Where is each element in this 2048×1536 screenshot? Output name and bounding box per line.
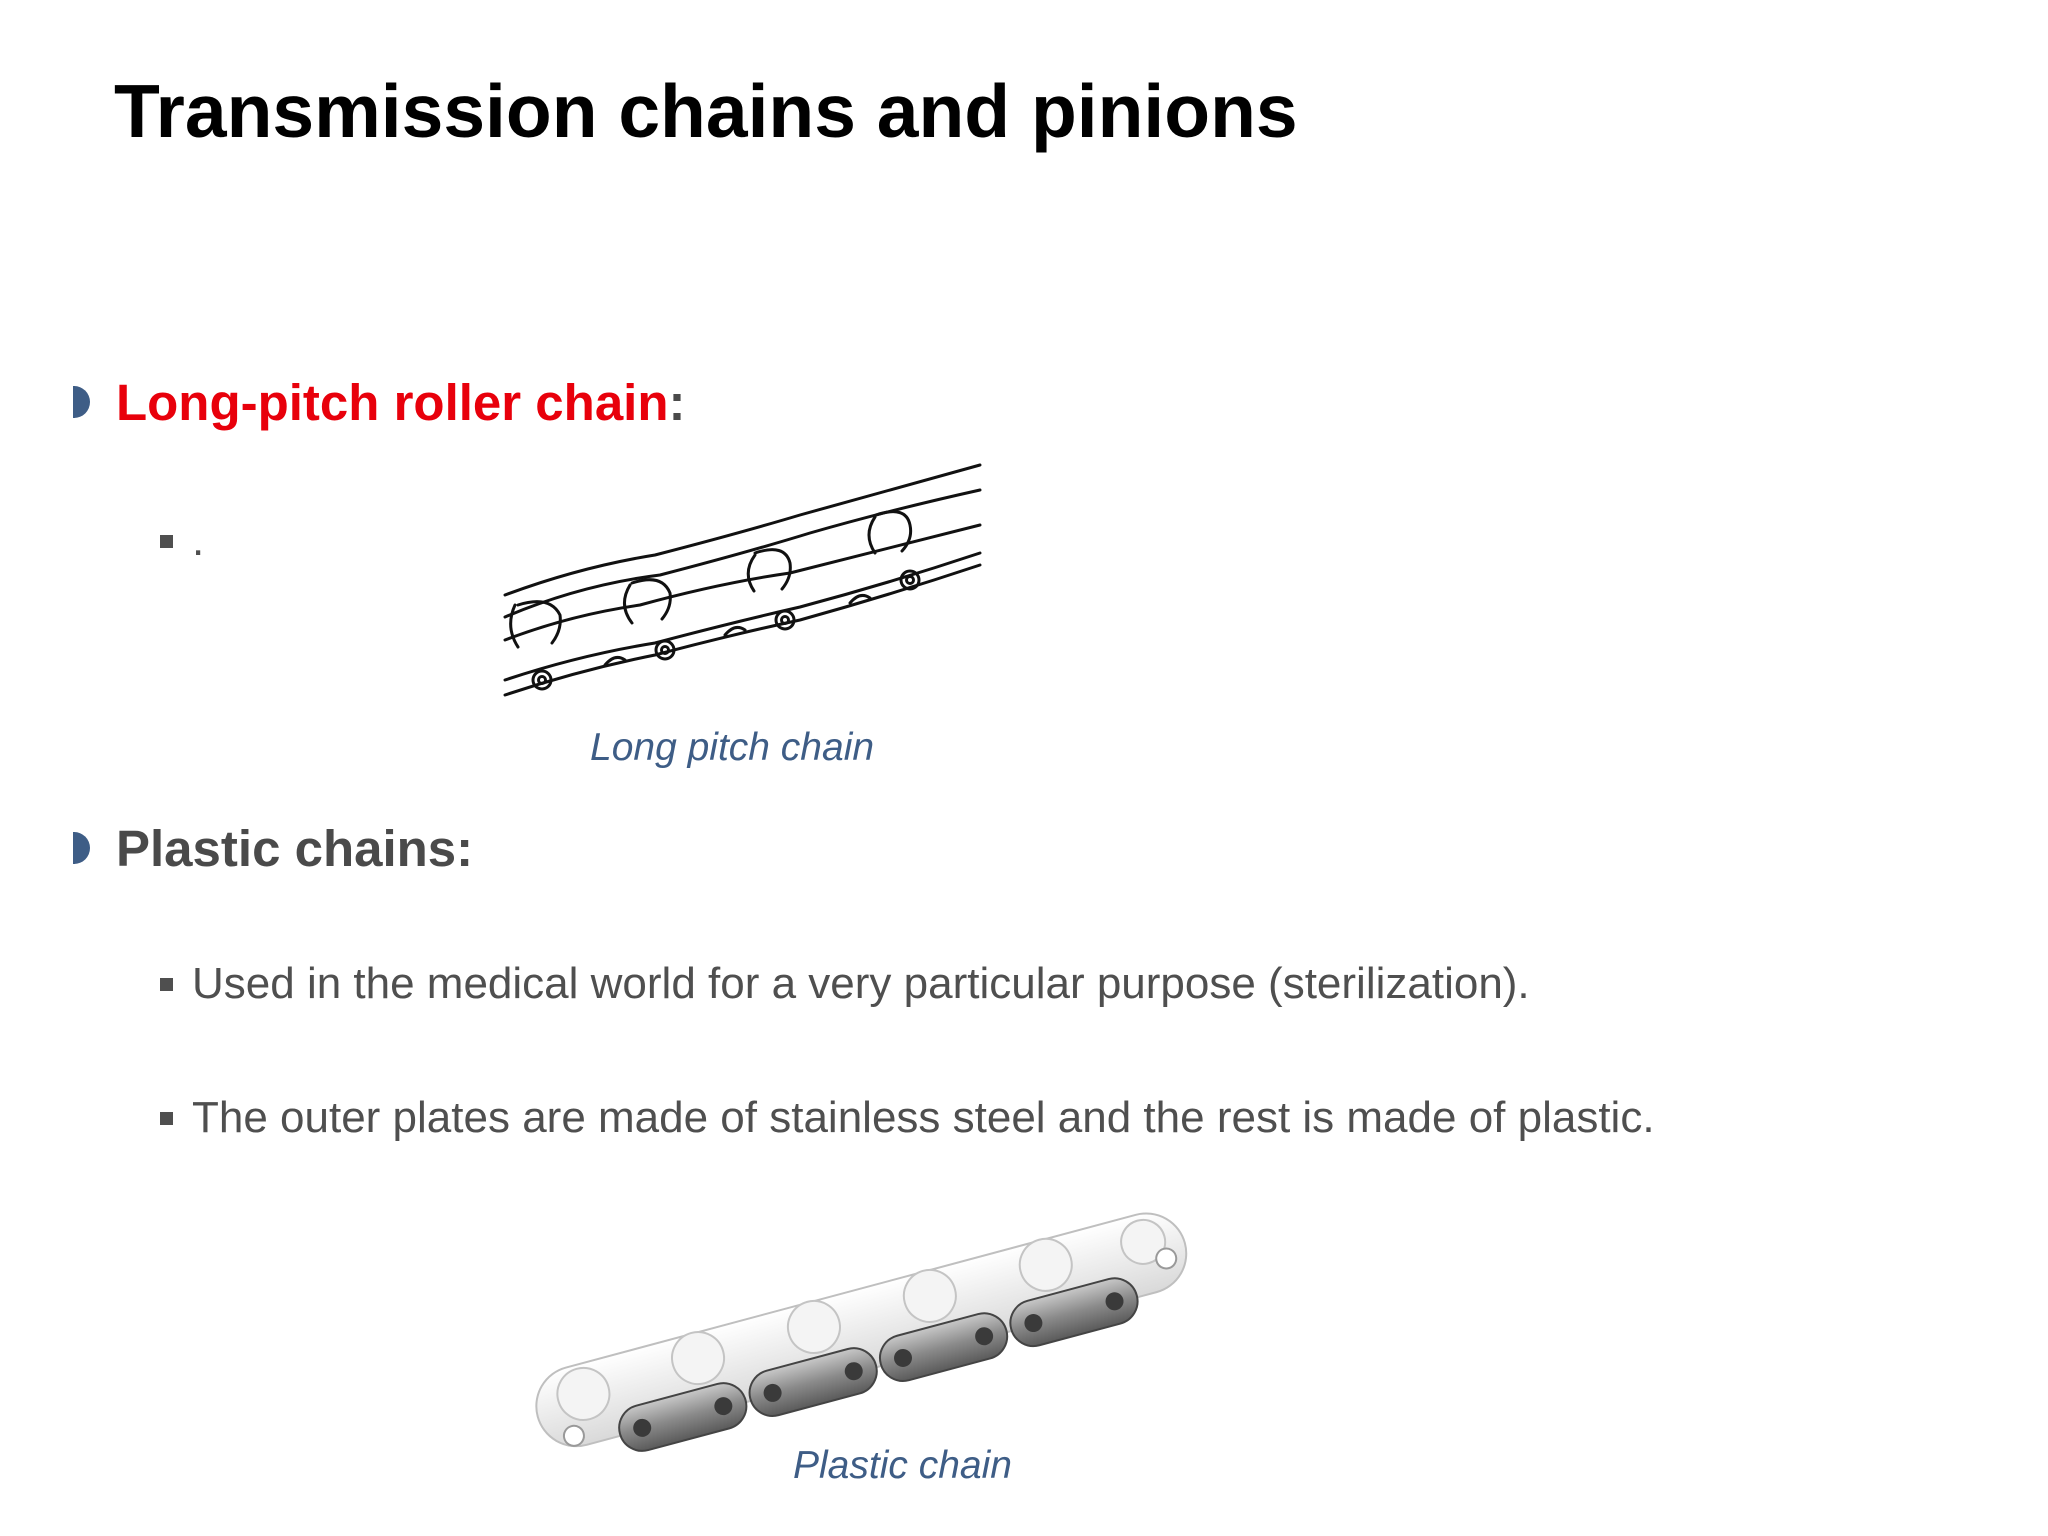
square-bullet-icon — [160, 1111, 173, 1125]
square-bullet-icon — [160, 977, 173, 991]
sub-bullet-row: The outer plates are made of stainless s… — [160, 1090, 1655, 1146]
square-bullet-icon — [160, 534, 173, 548]
section-plastic-heading-row: Plastic chains: — [70, 818, 473, 878]
long-pitch-chain-image — [503, 463, 982, 697]
plastic-chain-image — [535, 1212, 1188, 1452]
section-heading: Long-pitch roller chain: — [116, 373, 686, 432]
sub-bullet-text: Used in the medical world for a very par… — [192, 959, 1530, 1008]
sub-bullet-row: . — [160, 513, 204, 569]
section-long-pitch-heading-row: Long-pitch roller chain: — [70, 372, 686, 432]
slide-title: Transmission chains and pinions — [114, 69, 1298, 153]
half-circle-bullet-icon — [73, 386, 90, 418]
figure-caption: Long pitch chain — [590, 726, 875, 769]
section-heading-accent: Long-pitch roller chain — [116, 373, 669, 431]
sub-bullet-row: Used in the medical world for a very par… — [160, 956, 1530, 1012]
figure-caption: Plastic chain — [793, 1444, 1012, 1487]
section-heading-colon: : — [668, 373, 686, 431]
sub-bullet-text: The outer plates are made of stainless s… — [192, 1093, 1655, 1142]
section-heading: Plastic chains: — [116, 819, 474, 877]
sub-bullet-text: . — [192, 516, 205, 565]
half-circle-bullet-icon — [73, 832, 90, 864]
